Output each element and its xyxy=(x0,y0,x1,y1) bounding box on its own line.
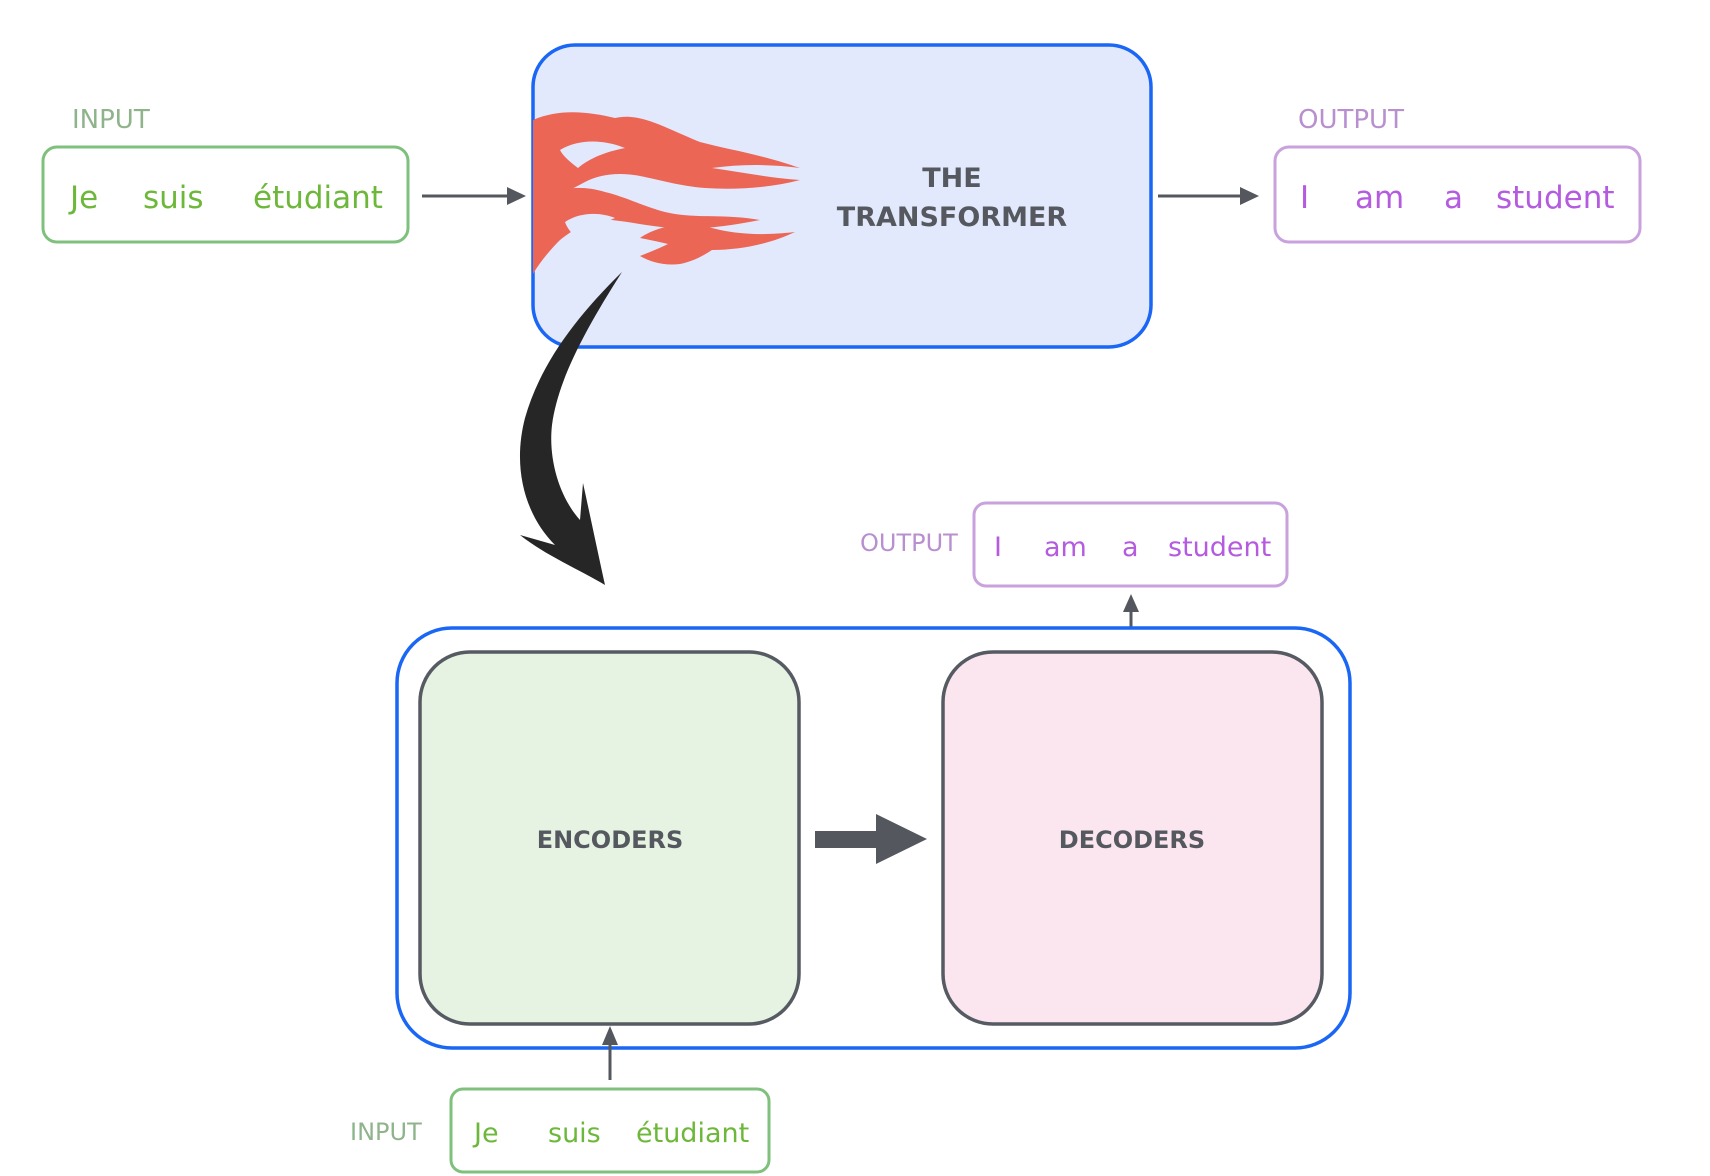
top-input-word: étudiant xyxy=(253,180,383,216)
curved-arrow-icon xyxy=(519,272,622,585)
bottom-input-word: Je xyxy=(472,1118,499,1149)
top-output-box xyxy=(1273,145,1642,244)
top-output-word: a xyxy=(1444,180,1463,216)
bottom-input-box xyxy=(449,1087,771,1174)
encoders-to-decoders-arrow xyxy=(815,831,877,848)
input-to-transformer-arrowhead xyxy=(507,187,526,205)
transformer-label-line2: TRANSFORMER xyxy=(837,202,1068,233)
top-input-word: suis xyxy=(143,180,204,216)
bottom-input-label: INPUT xyxy=(350,1118,422,1146)
top-output-label: OUTPUT xyxy=(1298,105,1404,135)
top-output-word: student xyxy=(1496,180,1615,216)
bottom-output-box xyxy=(972,501,1289,588)
transformer-to-output-arrowhead xyxy=(1240,187,1259,205)
bottom-input-word: suis xyxy=(548,1118,601,1149)
decoders-to-output-arrowhead xyxy=(1123,594,1139,612)
transformer-label-line1: THE xyxy=(922,163,981,194)
encoders-box xyxy=(418,650,801,1026)
transformer-box xyxy=(531,43,1153,349)
bottom-output-word: I xyxy=(994,532,1002,563)
decoders-box xyxy=(941,650,1324,1026)
bottom-output-label: OUTPUT xyxy=(860,529,958,557)
encoders-to-decoders-arrowhead xyxy=(876,814,927,864)
decoders-label: DECODERS xyxy=(1059,826,1205,854)
bottom-output-word: am xyxy=(1044,532,1087,563)
top-input-label: INPUT xyxy=(72,105,150,135)
input-to-encoders-arrowhead xyxy=(602,1026,618,1045)
flame-decoration-icon xyxy=(533,112,800,274)
bottom-input-word: étudiant xyxy=(636,1118,749,1149)
top-input-word: Je xyxy=(68,180,98,216)
top-output-word: I xyxy=(1300,180,1309,216)
bottom-output-word: student xyxy=(1168,532,1271,563)
top-input-box xyxy=(41,145,410,244)
top-output-word: am xyxy=(1355,180,1404,216)
encoders-label: ENCODERS xyxy=(537,826,684,854)
flame-cutouts xyxy=(560,141,625,240)
bottom-output-word: a xyxy=(1122,532,1139,563)
